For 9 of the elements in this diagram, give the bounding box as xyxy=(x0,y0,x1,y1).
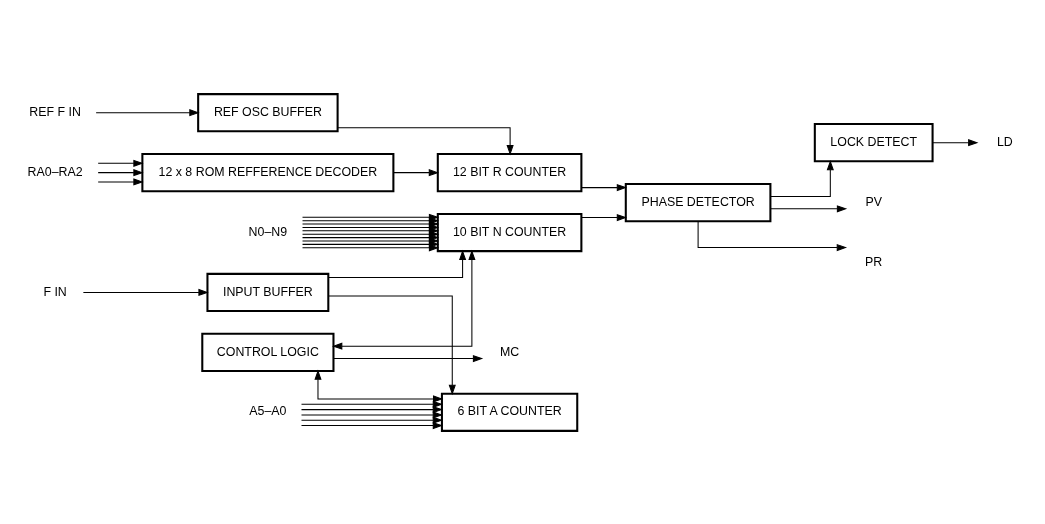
node-text: REF F IN xyxy=(29,104,81,119)
node-text: F IN xyxy=(43,284,67,299)
node-text: RA0–RA2 xyxy=(27,164,83,179)
node-text: N0–N9 xyxy=(248,224,288,239)
node-text: LD xyxy=(996,134,1013,149)
node-text: MC xyxy=(499,344,520,359)
node-text: PV xyxy=(865,194,882,209)
node-text: PR xyxy=(865,254,883,269)
node-text: A5–A0 xyxy=(249,403,287,418)
